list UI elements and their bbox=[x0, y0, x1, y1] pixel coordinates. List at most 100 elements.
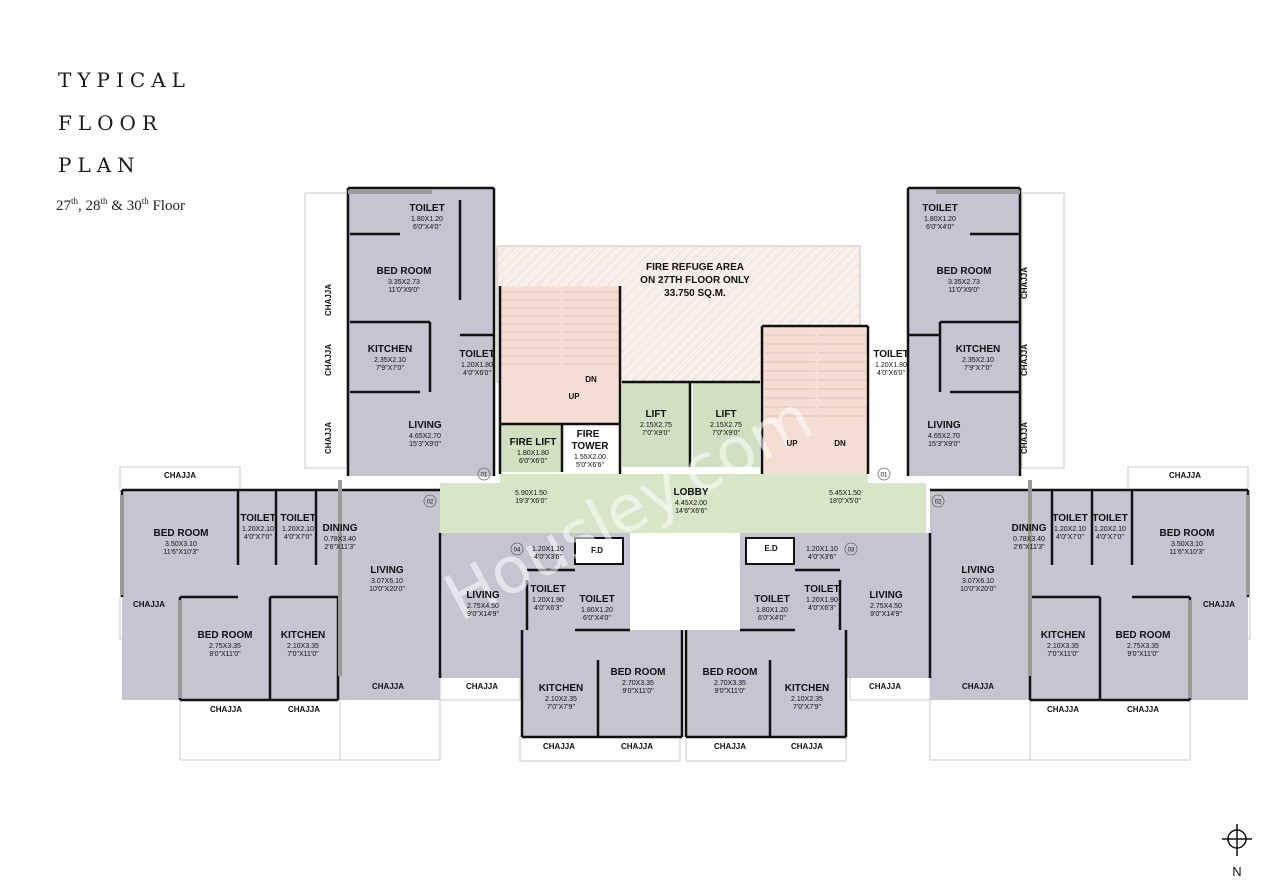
room-label: FIRE bbox=[577, 429, 600, 440]
room-metric-size: 2.10X2.35 bbox=[791, 696, 823, 703]
room-metric-size: 2.15X2.75 bbox=[710, 422, 742, 429]
lobby-area bbox=[440, 474, 926, 533]
chajja-label: CHAJJA bbox=[869, 682, 901, 691]
room-imperial-size: 9'0"X14'9" bbox=[870, 611, 902, 618]
room-name: FIRE bbox=[577, 429, 600, 440]
chajja-label: CHAJJA bbox=[1203, 600, 1235, 609]
room-name: TOILET bbox=[804, 584, 839, 595]
room-imperial-size: 11'6"X10'3" bbox=[163, 549, 199, 556]
lift-1 bbox=[622, 382, 690, 467]
chajja-label: CHAJJA bbox=[1020, 267, 1029, 299]
room-metric-size: 1.20X1.80 bbox=[875, 362, 907, 369]
room-metric-size: 1.20X1.90 bbox=[532, 597, 564, 604]
room-name: KITCHEN bbox=[956, 344, 1000, 355]
room-metric-size: 4.65X2.70 bbox=[409, 433, 441, 440]
fire-duct bbox=[574, 537, 624, 565]
room-imperial-size: 7'0"X9'0" bbox=[642, 430, 670, 437]
room-imperial-size: 9'0"X11'0" bbox=[622, 688, 654, 695]
room-imperial-size: 15'3"X9'0" bbox=[409, 441, 441, 448]
room-imperial-size: 18'0"X5'0" bbox=[829, 498, 861, 505]
room-imperial-size: 5'0"X6'6" bbox=[576, 462, 604, 469]
room-metric-size: 2.10X3.35 bbox=[1047, 643, 1079, 650]
room-name: TOILET bbox=[459, 349, 494, 360]
room-imperial-size: 4'0"X7'0" bbox=[244, 534, 272, 541]
room-name: KITCHEN bbox=[785, 683, 829, 694]
room-imperial-size: 4'0"X3'6" bbox=[808, 554, 836, 561]
room-metric-size: 2.15X2.75 bbox=[640, 422, 672, 429]
room-imperial-size: 2'6"X11'3" bbox=[1013, 544, 1045, 551]
unit-marker-label: 02 bbox=[427, 500, 434, 506]
electric-duct bbox=[745, 537, 795, 565]
room-metric-size: 4.65X2.70 bbox=[928, 433, 960, 440]
room-imperial-size: 6'0"X4'0" bbox=[758, 615, 786, 622]
room-name: LIVING bbox=[408, 420, 442, 431]
room-imperial-size: 19'3"X6'0" bbox=[515, 498, 547, 505]
chajja-label: CHAJJA bbox=[324, 422, 333, 454]
chajja-label: CHAJJA bbox=[1169, 471, 1201, 480]
room-imperial-size: 11'6"X10'3" bbox=[1169, 549, 1205, 556]
room-label: TOWER 1.55X2.005'0"X6'6" bbox=[571, 441, 609, 469]
unit-marker-icon: 01 bbox=[877, 467, 891, 481]
room-imperial-size: 4'0"X3'6" bbox=[534, 554, 562, 561]
room-name: TOILET bbox=[240, 513, 275, 524]
room-name: TOILET bbox=[1052, 513, 1087, 524]
room-label: LIFT 2.15X2.757'0"X9'0" bbox=[710, 409, 742, 437]
room-imperial-size: 9'0"X14'9" bbox=[467, 611, 499, 618]
floor-numbers: 27th, 28th & 30th Floor bbox=[56, 196, 185, 214]
room-name: LIVING bbox=[869, 590, 903, 601]
room-name: TOILET bbox=[409, 203, 444, 214]
north-arrow-icon: N bbox=[1222, 824, 1252, 879]
room-name: TOWER bbox=[571, 441, 609, 452]
room-metric-size: 1.20X2.10 bbox=[1054, 526, 1086, 533]
room-metric-size: 1.80X1.80 bbox=[517, 450, 549, 457]
svg-text:FIRE REFUGE AREA: FIRE REFUGE AREA bbox=[646, 262, 744, 273]
room-imperial-size: 11'0"X9'0" bbox=[948, 287, 980, 294]
unit-marker-label: 01 bbox=[481, 473, 488, 479]
room-name: LIVING bbox=[466, 590, 500, 601]
chajja-label: CHAJJA bbox=[962, 682, 994, 691]
room-imperial-size: 7'0"X11'0" bbox=[287, 651, 319, 658]
unit-marker-icon: 02 bbox=[423, 494, 437, 508]
room-imperial-size: 11'0"X9'0" bbox=[388, 287, 420, 294]
fire-refuge-label: FIRE REFUGE AREA ON 27TH FLOOR ONLY 33.7… bbox=[640, 262, 750, 299]
chajja-label: CHAJJA bbox=[210, 705, 242, 714]
walls bbox=[120, 186, 1250, 739]
room-name: LIFT bbox=[715, 409, 736, 420]
room-imperial-size: 4'0"X6'0" bbox=[877, 370, 905, 377]
room-name: BED ROOM bbox=[703, 667, 758, 678]
room-name: TOILET bbox=[922, 203, 957, 214]
chajja-label: CHAJJA bbox=[324, 344, 333, 376]
stair-right bbox=[762, 326, 868, 474]
room-name: BED ROOM bbox=[198, 630, 253, 641]
lift-2 bbox=[693, 382, 760, 467]
room-name: FIRE LIFT bbox=[510, 437, 557, 448]
room-imperial-size: 7'0"X9'0" bbox=[712, 430, 740, 437]
unit-marker-icon: 01 bbox=[477, 467, 491, 481]
room-metric-size: 3.50X3.10 bbox=[1171, 541, 1203, 548]
unit-marker-icon: 02 bbox=[931, 494, 945, 508]
plan-title-line-2: FLOOR bbox=[58, 111, 164, 135]
unit-marker-icon: 03 bbox=[844, 542, 858, 556]
room-metric-size: 2.35X2.10 bbox=[962, 357, 994, 364]
room-metric-size: 3.07X6.10 bbox=[962, 578, 994, 585]
room-metric-size: 1.55X2.00 bbox=[574, 454, 606, 461]
room-imperial-size: 4'0"X6'3" bbox=[534, 605, 562, 612]
svg-text:ON 27TH FLOOR ONLY: ON 27TH FLOOR ONLY bbox=[640, 275, 750, 286]
room-metric-size: 1.80X1.20 bbox=[411, 216, 443, 223]
room-imperial-size: 9'0"X11'0" bbox=[209, 651, 241, 658]
room-imperial-size: 14'6"X6'6" bbox=[675, 508, 707, 515]
